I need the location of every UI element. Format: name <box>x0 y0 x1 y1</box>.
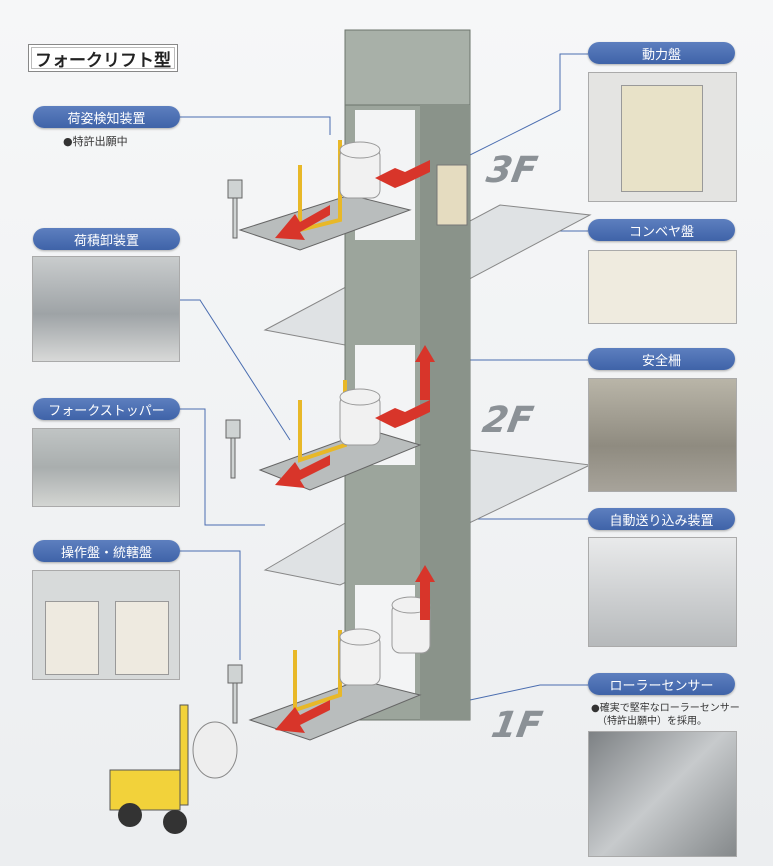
flow-arrows <box>275 160 435 733</box>
photo-fork-stopper <box>32 428 180 507</box>
photo-power-panel <box>588 72 737 202</box>
label-power-panel: 動力盤 <box>588 42 735 64</box>
label-fork-stopper: フォークストッパー <box>33 398 180 420</box>
forklift <box>109 704 238 834</box>
label-control-panel: 操作盤・統轄盤 <box>33 540 180 562</box>
photo-conveyor-panel <box>588 250 737 324</box>
note-patent-pending: ●特許出願中 <box>63 135 128 148</box>
photo-auto-feed-device <box>588 537 737 647</box>
label-loading-unloading-device: 荷積卸装置 <box>33 228 180 250</box>
floor-label-1f: 1F <box>488 705 546 746</box>
photo-roller-sensor <box>588 731 737 857</box>
label-safety-fence: 安全柵 <box>588 348 735 370</box>
photo-control-panels <box>32 570 180 680</box>
label-roller-sensor: ローラーセンサー <box>588 673 735 695</box>
note-line-2: （特許出願中）を採用。 <box>597 716 707 727</box>
floor-label-3f: 3F <box>483 150 541 191</box>
label-load-detector: 荷姿検知装置 <box>33 106 180 128</box>
power-panel <box>436 164 468 226</box>
photo-loading-device <box>32 256 180 362</box>
roller-sensor-note: ●確実で堅牢なローラーセンサー （特許出願中）を採用。 <box>591 702 740 728</box>
label-auto-feed-device: 自動送り込み装置 <box>588 508 735 530</box>
note-line-1: ●確実で堅牢なローラーセンサー <box>591 703 740 714</box>
label-conveyor-panel: コンベヤ盤 <box>588 219 735 241</box>
page-title: フォークリフト型 <box>28 44 178 72</box>
floor-label-2f: 2F <box>479 400 537 441</box>
photo-safety-fence <box>588 378 737 492</box>
